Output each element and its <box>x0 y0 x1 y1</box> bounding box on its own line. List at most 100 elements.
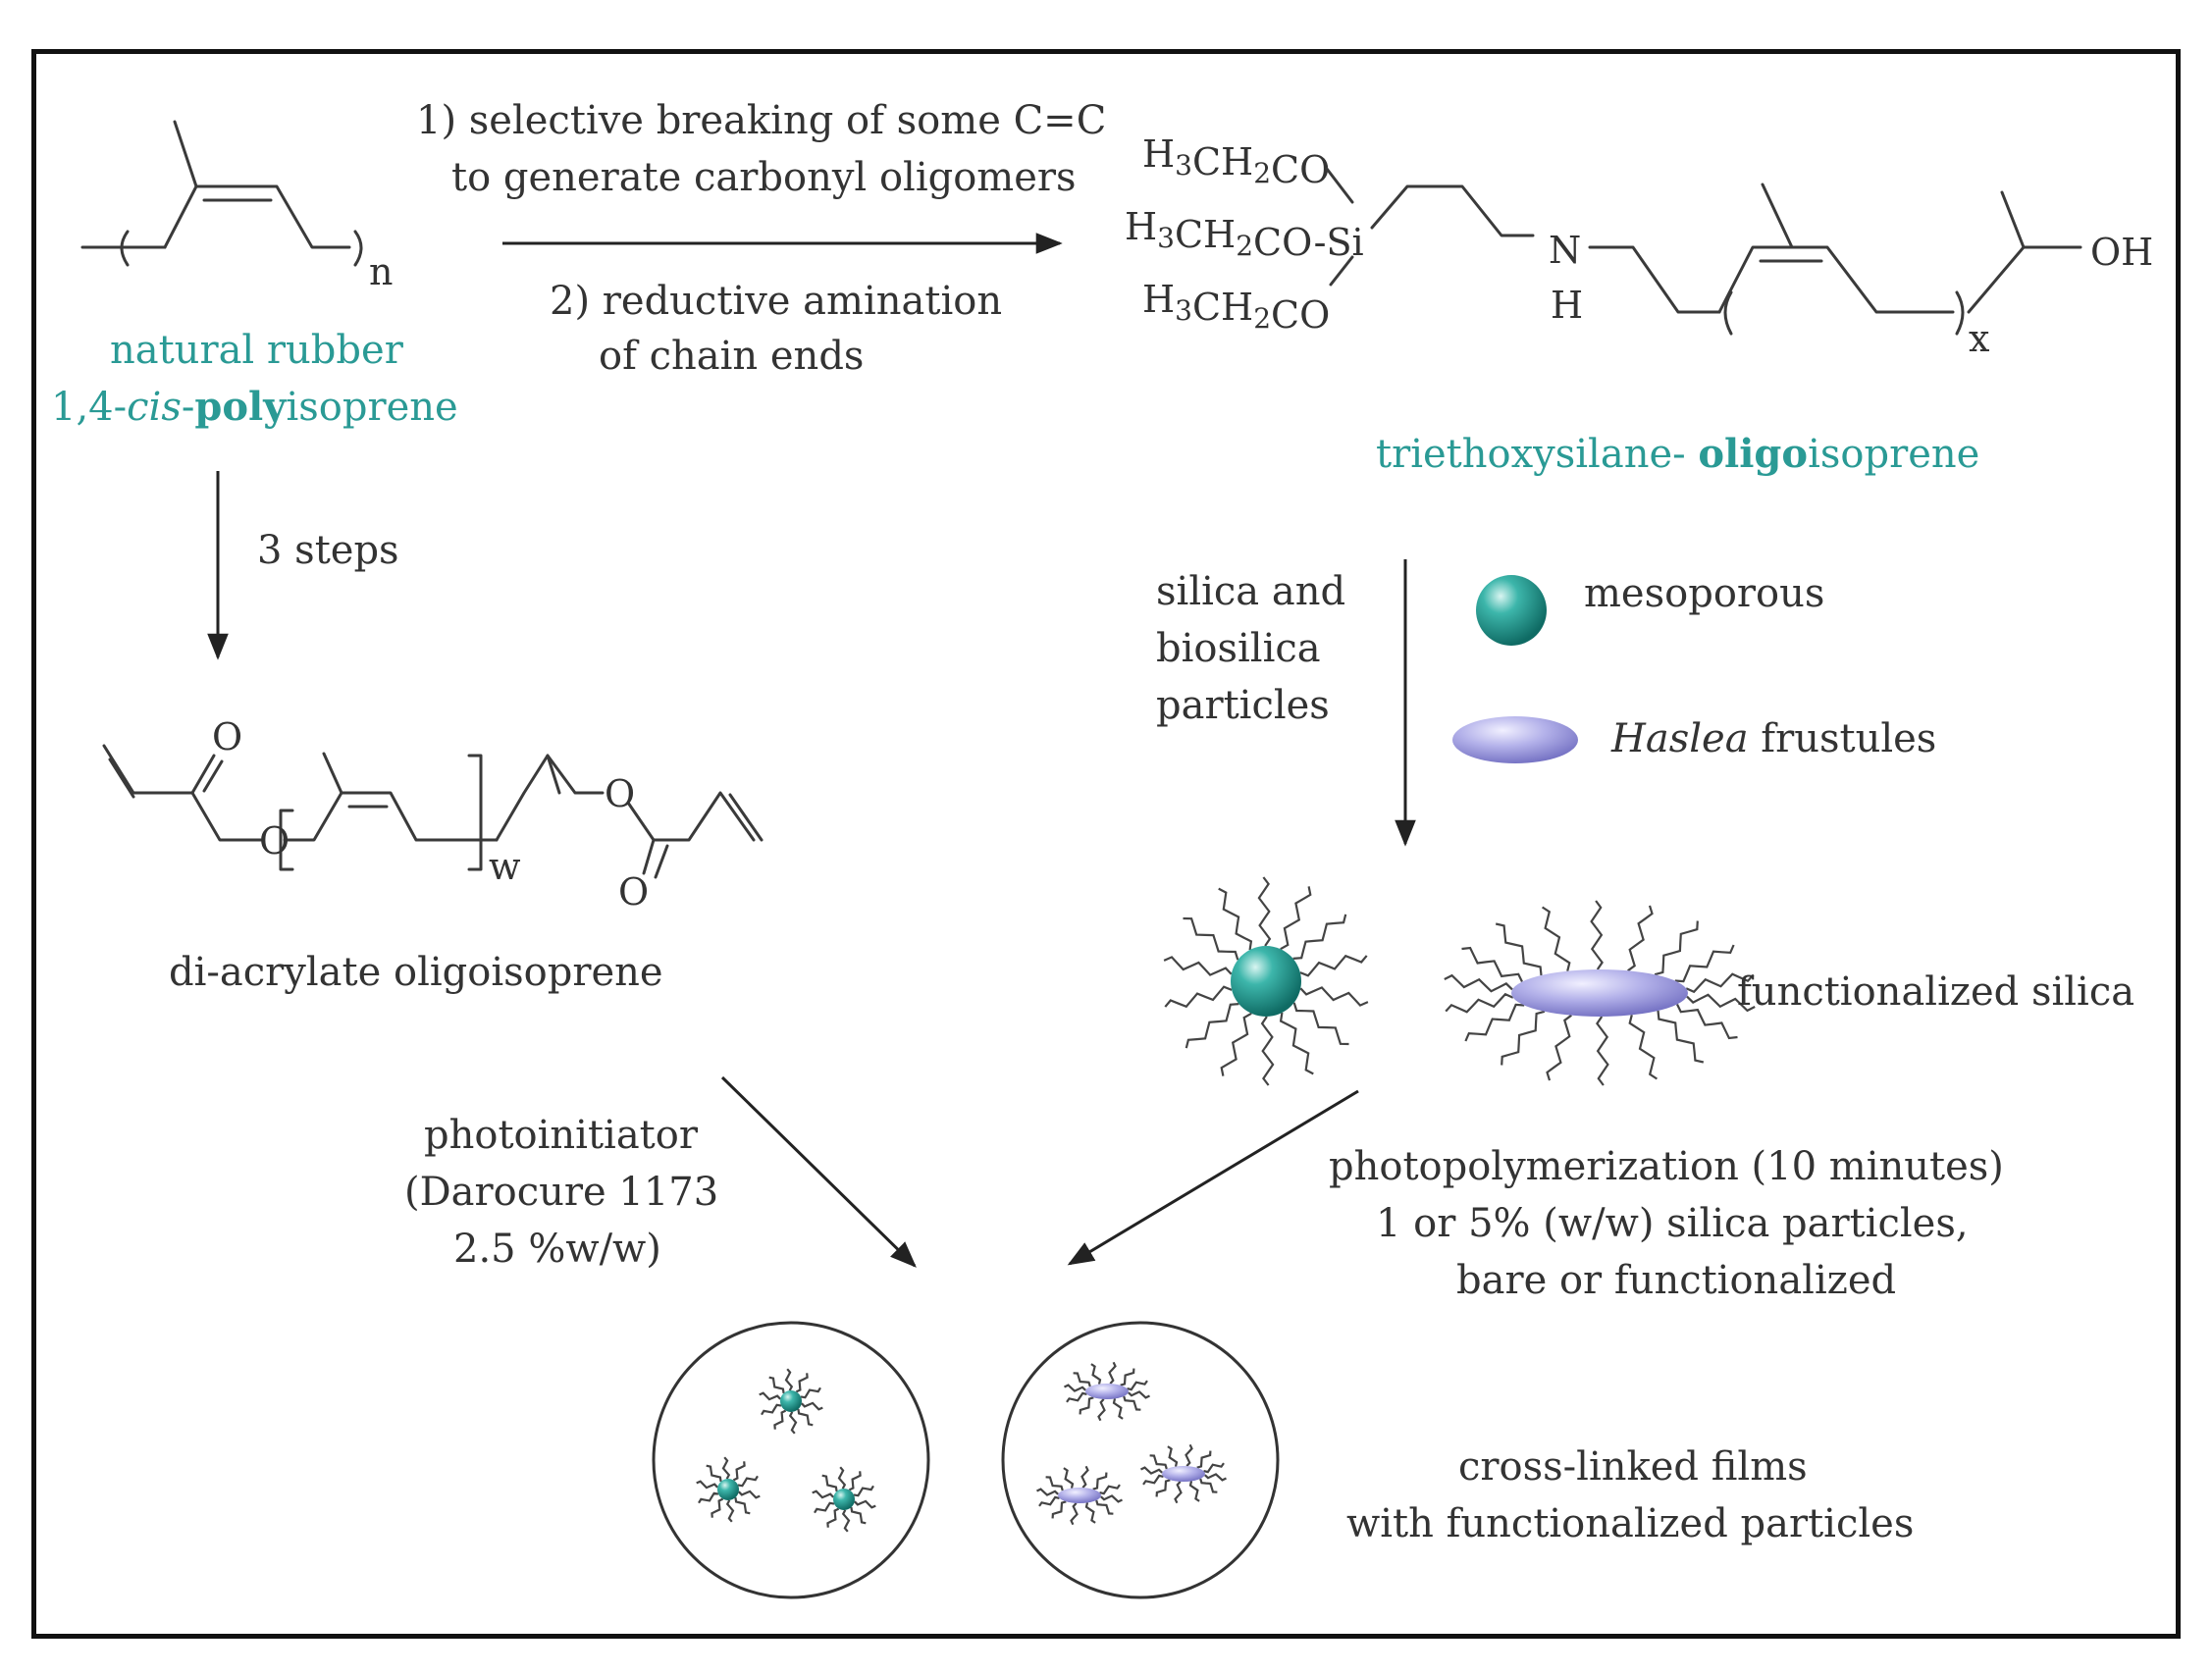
ligand-chain <box>1140 1466 1163 1475</box>
left-converging-arrow <box>720 1075 917 1268</box>
ligand-chain <box>826 1507 840 1528</box>
ligand-chain <box>721 1456 731 1480</box>
ligand-chain <box>1203 1462 1225 1474</box>
ligand-chain <box>738 1490 761 1499</box>
photoinitiator-line3: 2.5 %w/w) <box>453 1227 661 1272</box>
ligand-chain <box>848 1471 862 1491</box>
step-2-line1: 2) reductive amination <box>550 279 1002 324</box>
ligand-chain <box>1185 1003 1239 1049</box>
particles-side-line1: silica and <box>1156 569 1345 614</box>
silane-group-2: H3CH2CO-Si <box>1125 205 1364 264</box>
ligand-chain <box>812 1490 834 1499</box>
particles-side-line2: biosilica <box>1156 626 1321 671</box>
ligand-chain <box>1036 1488 1059 1496</box>
silane-chain <box>1325 167 2082 336</box>
ligand-chain <box>841 1509 851 1533</box>
ligand-chain <box>1064 1384 1086 1392</box>
ligand-chain <box>814 1501 835 1514</box>
functionalized-silica-label: functionalized silica <box>1737 969 2134 1015</box>
ligand-chain <box>1596 1016 1609 1086</box>
ligand-chain <box>1628 1015 1659 1080</box>
ligand-chain <box>1501 1010 1546 1066</box>
acrylate-o-left: O <box>259 819 290 863</box>
silane-oh: OH <box>2090 231 2153 274</box>
films-label-line2: with functionalized particles <box>1346 1501 1914 1546</box>
ligand-chain <box>761 1403 782 1416</box>
ligand-chain <box>1541 906 1571 971</box>
ligand-chain <box>1167 1445 1179 1467</box>
ligand-chain <box>1155 1479 1171 1497</box>
acrylate-o-bottom: O <box>618 870 649 914</box>
ligand-chain <box>1080 1465 1089 1489</box>
ligand-chain <box>1051 1500 1067 1519</box>
ligand-chain <box>1108 1361 1117 1385</box>
ligand-chain <box>1464 1003 1525 1042</box>
diacrylate-label: di-acrylate oligoisoprene <box>169 950 663 995</box>
ligand-chain <box>1038 1495 1060 1507</box>
ligand-chain <box>1045 1476 1064 1491</box>
natural-rubber-structure <box>80 120 363 267</box>
right-converging-arrow <box>1067 1089 1359 1266</box>
ligand-chain <box>1627 905 1654 972</box>
ligand-chain <box>1279 1012 1314 1075</box>
ligand-chain <box>1674 944 1735 983</box>
ligand-chain <box>1070 1502 1079 1526</box>
mesoporous-label: mesoporous <box>1584 571 1824 616</box>
ligand-chain <box>1095 1499 1114 1515</box>
silane-h: H <box>1551 284 1583 327</box>
ligand-chain <box>1495 922 1543 976</box>
ligand-chain <box>1185 1443 1193 1467</box>
ligand-chain <box>1292 914 1347 960</box>
ligand-chain <box>795 1373 809 1393</box>
ligand-chain <box>1196 1450 1212 1469</box>
ligand-chain <box>1444 973 1513 993</box>
silane-label: triethoxysilane- oligoisoprene <box>1376 431 1979 477</box>
ligand-chain <box>706 1464 722 1483</box>
photoinitiator-line2: (Darocure 1173 <box>404 1170 718 1215</box>
acrylate-subscript: w <box>489 845 521 888</box>
films-label-line1: cross-linked films <box>1458 1444 1808 1490</box>
photopolymerization-line2: 1 or 5% (w/w) silica particles, <box>1376 1201 1969 1246</box>
ligand-chain <box>1280 886 1312 951</box>
ligand-chain <box>1590 900 1604 970</box>
three-steps-label: 3 steps <box>257 528 399 573</box>
ligand-chain <box>1299 986 1369 1007</box>
haslea-ellipse-icon <box>1452 716 1578 763</box>
ligand-chain <box>1100 1494 1123 1503</box>
silica-sphere <box>717 1479 739 1500</box>
ligand-chain <box>1461 946 1523 982</box>
silane-group-1: H3CH2CO <box>1142 132 1330 191</box>
ligand-chain <box>1445 992 1514 1014</box>
ligand-chain <box>1099 1484 1121 1495</box>
ligand-chain <box>788 1411 798 1435</box>
ligand-chain <box>1120 1368 1135 1386</box>
acrylate-o-right: O <box>605 772 635 815</box>
ligand-chain <box>1676 1004 1738 1040</box>
silica-sphere <box>1231 946 1301 1017</box>
ligand-chain <box>801 1401 823 1411</box>
ligand-chain <box>1090 1363 1102 1385</box>
particles-side-line3: particles <box>1156 683 1330 728</box>
ligand-chain <box>1292 1002 1349 1046</box>
functionalized-sphere-particle <box>1163 876 1369 1086</box>
ligand-chain <box>696 1480 718 1490</box>
ligand-chain <box>1127 1380 1148 1391</box>
ligand-chain <box>1163 956 1233 976</box>
silica-sphere <box>833 1489 855 1510</box>
ligand-chain <box>1073 1372 1091 1387</box>
ligand-chain <box>1654 920 1699 976</box>
step-1-line1: 1) selective breaking of some C=C <box>416 98 1106 143</box>
haslea-label: Haslea frustules <box>1610 716 1936 761</box>
ligand-chain <box>1174 1481 1183 1504</box>
ligand-chain <box>1199 1478 1218 1493</box>
acrylate-o-top: O <box>212 715 242 759</box>
ligand-chain <box>773 1409 787 1430</box>
polyisoprene-label: 1,4-cis-polyisoprene <box>51 384 458 430</box>
ligand-chain <box>1188 1481 1200 1502</box>
ligand-chain <box>1079 1396 1094 1415</box>
haslea-frustule <box>1085 1384 1129 1399</box>
functionalized-ellipse-particle <box>1444 900 1756 1086</box>
ligand-chain <box>821 1474 838 1492</box>
photoinitiator-line1: photoinitiator <box>424 1113 699 1158</box>
ligand-chain <box>737 1475 759 1488</box>
